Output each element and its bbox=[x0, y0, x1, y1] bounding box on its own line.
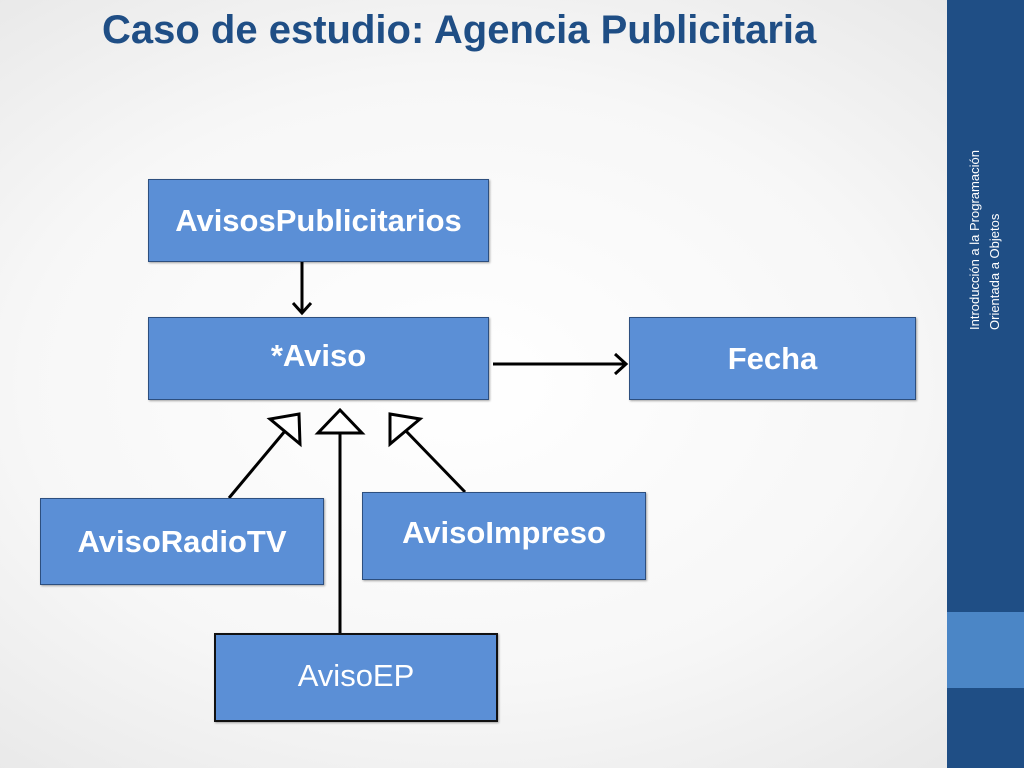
class-box-avisospublicitarios: AvisosPublicitarios bbox=[148, 179, 489, 262]
generalization-arrow-avisoimpreso bbox=[388, 412, 467, 494]
class-box-avisoep: AvisoEP bbox=[214, 633, 498, 722]
class-box-avisoradiotv: AvisoRadioTV bbox=[40, 498, 324, 585]
class-box-aviso: *Aviso bbox=[148, 317, 489, 400]
class-label-avisospublicitarios: AvisosPublicitarios bbox=[175, 202, 462, 238]
slide-title: Caso de estudio: Agencia Publicitaria bbox=[102, 8, 817, 52]
class-box-fecha: Fecha bbox=[629, 317, 916, 400]
class-label-avisoep: AvisoEP bbox=[297, 657, 415, 693]
generalization-arrow-avisoep bbox=[314, 407, 366, 633]
class-label-avisoimpreso: AvisoImpreso bbox=[402, 515, 606, 550]
class-box-avisoimpreso: AvisoImpreso bbox=[362, 492, 646, 580]
class-label-avisoradiotv: AvisoRadioTV bbox=[77, 523, 287, 559]
class-label-aviso: *Aviso bbox=[270, 337, 367, 373]
generalization-arrow-avisoradiotv bbox=[227, 412, 302, 499]
sidebar-accent-band bbox=[947, 612, 1024, 688]
class-label-fecha: Fecha bbox=[727, 340, 818, 376]
association-arrow-aviso-fecha bbox=[493, 352, 629, 376]
association-arrow-avisospublicitarios-aviso bbox=[291, 262, 313, 316]
